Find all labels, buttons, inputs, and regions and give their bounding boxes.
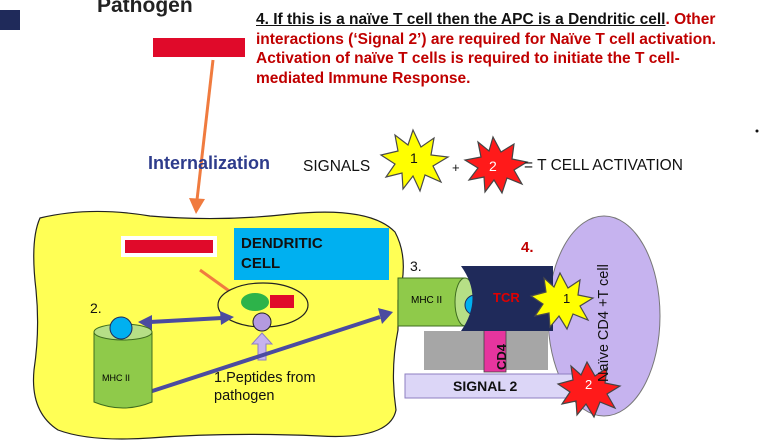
- mhc-arrowhead-right: [220, 311, 234, 325]
- peptide-circle: [252, 312, 272, 332]
- signal1-number: 1: [410, 150, 418, 166]
- slide-marker: [0, 10, 20, 30]
- tcr-label: TCR: [493, 290, 520, 305]
- activation-label: = T CELL ACTIVATION: [524, 157, 683, 174]
- peptides-label: 1.Peptides from pathogen: [214, 369, 316, 405]
- step4-label: 4.: [521, 239, 534, 256]
- signal2-bar: [404, 373, 576, 399]
- vesicle-pathogen: [270, 295, 294, 308]
- vesicle-green-blob: [241, 293, 269, 311]
- processing-arrow: [199, 268, 233, 295]
- step2-label: 2.: [90, 300, 102, 316]
- signal2-star-legend: [463, 135, 529, 195]
- explanation-note: 4. If this is a naïve T cell then the AP…: [256, 10, 726, 88]
- signal1-star-legend: [379, 128, 450, 193]
- internalization-label: Internalization: [148, 153, 271, 173]
- surface-transport-arrow: [139, 315, 381, 397]
- plus-sign: +: [452, 160, 460, 175]
- mhc-left-label: MHC II: [102, 373, 130, 383]
- peptide-up-arrow: [250, 332, 274, 361]
- step3-label: 3.: [410, 258, 422, 274]
- peptide-on-mhc-left: [109, 316, 133, 340]
- mhc-cylinder-left: [93, 332, 153, 409]
- note-lead: 4. If this is a naïve T cell then the AP…: [256, 11, 666, 28]
- mhc-transport-arrow: [149, 316, 223, 324]
- pathogen-title: Pathogen: [97, 0, 193, 17]
- signal2-number: 2: [489, 158, 497, 174]
- peptides-line1: 1.Peptides from: [214, 370, 316, 386]
- stray-dot: [755, 129, 759, 133]
- dendritic-line1: DENDRITIC: [241, 235, 323, 252]
- note-rest: . Other interactions (‘Signal 2’) are re…: [256, 11, 716, 87]
- signal2-label: SIGNAL 2: [453, 378, 518, 394]
- cd4-label: CD4: [494, 343, 509, 370]
- naive-t-cell-label: Naïve CD4 +T cell: [596, 264, 612, 382]
- pathogen-bar: [153, 38, 245, 57]
- signal2-bar-star: [556, 360, 622, 419]
- tcr-signal1-star: [529, 271, 595, 331]
- signal2-bar-number: 2: [585, 377, 593, 392]
- peptides-line2: pathogen: [214, 388, 275, 404]
- signals-label: SIGNALS: [303, 158, 371, 175]
- dendritic-cell-label: DENDRITIC CELL: [234, 228, 389, 280]
- internalization-arrowhead: [189, 198, 205, 214]
- mhc-arrowhead-left: [138, 315, 152, 330]
- dendritic-line2: CELL: [241, 255, 281, 272]
- surface-arrowhead: [378, 308, 393, 324]
- tcr-receptor: [461, 266, 553, 331]
- internalization-arrow: [195, 59, 215, 201]
- tcr-signal1-number: 1: [563, 291, 571, 306]
- mhc-surface-label: MHC II: [411, 295, 443, 306]
- internalized-pathogen: [121, 236, 217, 257]
